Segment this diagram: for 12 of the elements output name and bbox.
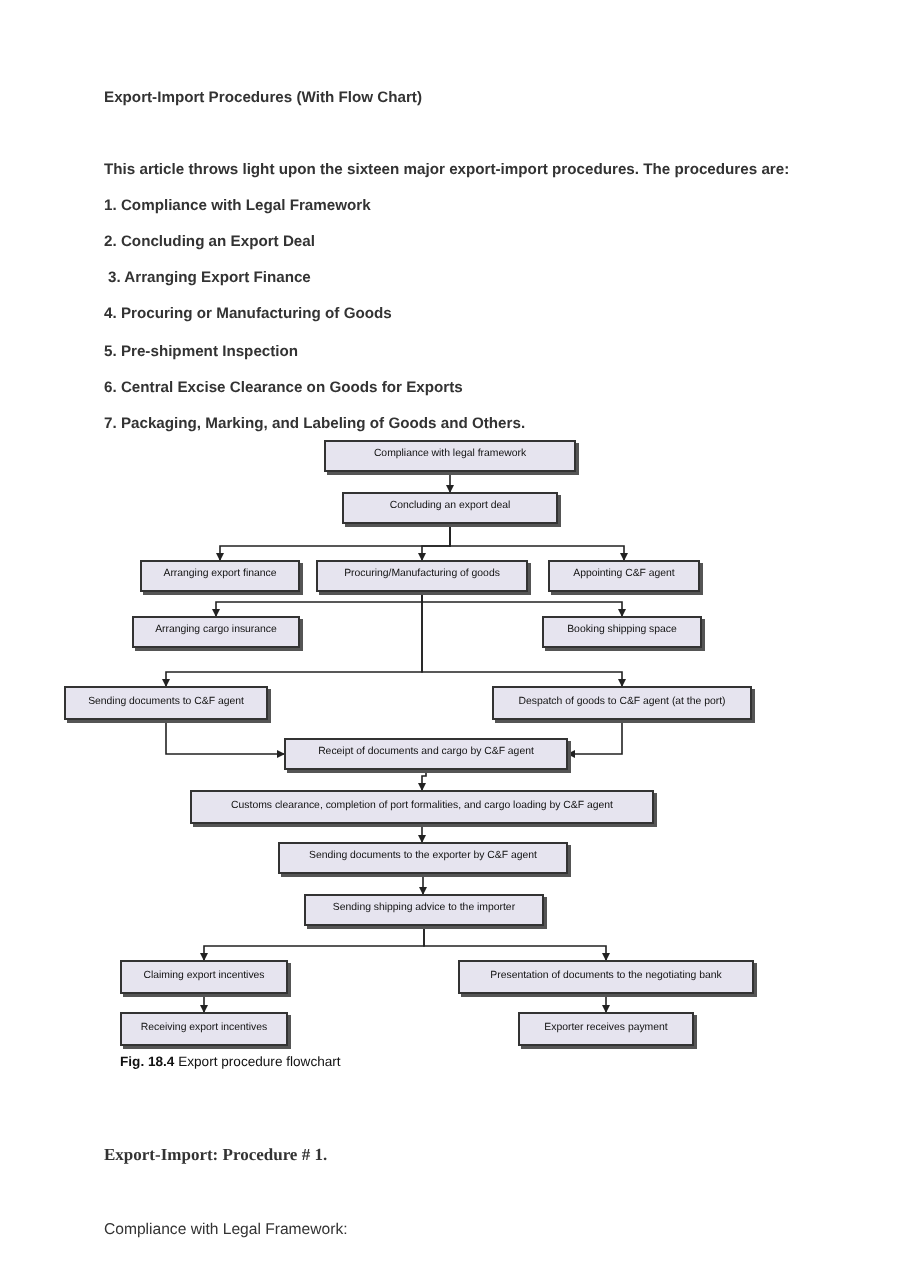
section-heading: Export-Import: Procedure # 1. xyxy=(104,1144,328,1164)
connector-arrow xyxy=(418,823,426,843)
connector-arrow xyxy=(567,719,623,758)
connector-arrow xyxy=(200,993,208,1013)
connector-arrow xyxy=(446,471,454,493)
connector-arrow xyxy=(418,769,427,791)
connector-arrow xyxy=(449,523,628,561)
connector-arrow xyxy=(419,873,427,895)
connector-arrow xyxy=(421,591,626,687)
connector-arrow xyxy=(602,993,610,1013)
connector-arrow xyxy=(165,719,285,758)
connector-arrow xyxy=(423,925,610,961)
